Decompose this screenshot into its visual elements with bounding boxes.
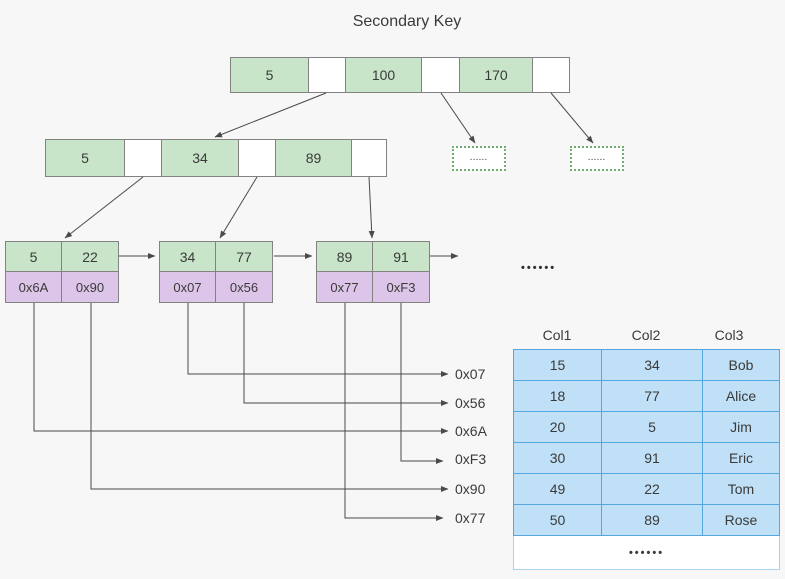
arrow-pointer-0x90 — [90, 303, 449, 492]
address-label: 0x90 — [455, 481, 486, 497]
table-ellipsis-row: •••••• — [513, 535, 780, 570]
root-pointer-cell — [422, 58, 460, 92]
table-ellipsis-cell: •••••• — [513, 535, 780, 570]
internal-key-cell: 89 — [276, 140, 352, 176]
leaf-node: 89 91 0x77 0xF3 — [316, 241, 430, 303]
leaf-node: 5 22 0x6A 0x90 — [5, 241, 119, 303]
arrow-internal-to-leaf1 — [64, 176, 144, 239]
table-cell: 15 — [513, 349, 602, 381]
leaf-node: 34 77 0x07 0x56 — [159, 241, 273, 303]
arrow-pointer-0x07 — [187, 303, 449, 377]
address-label: 0x07 — [455, 366, 486, 382]
arrow-root-to-ellipsis1 — [440, 92, 476, 144]
leaf-key-cell: 91 — [373, 242, 429, 272]
ellipsis-node: ...... — [452, 146, 506, 171]
leaf-key-cell: 5 — [6, 242, 62, 272]
table-cell: 77 — [601, 380, 703, 412]
table-row: 50 89 Rose — [513, 504, 780, 536]
table-row: 15 34 Bob — [513, 349, 780, 381]
arrow-pointer-0x6A — [33, 303, 449, 434]
arrow-pointer-0x77 — [344, 303, 444, 521]
table-cell: 50 — [513, 504, 602, 536]
root-key-cell: 170 — [460, 58, 533, 92]
leaf-pointer-cell: 0x07 — [160, 272, 216, 302]
internal-node: 5 34 89 — [45, 139, 387, 177]
table-cell: Alice — [702, 380, 780, 412]
table-cell: 91 — [601, 442, 703, 474]
table-column-header: Col1 — [542, 327, 572, 343]
leaf-key-cell: 34 — [160, 242, 216, 272]
table-cell: 34 — [601, 349, 703, 381]
arrow-internal-to-leaf2 — [219, 176, 258, 239]
root-key-cell: 100 — [346, 58, 422, 92]
arrow-root-to-ellipsis2 — [550, 92, 594, 144]
table-row: 30 91 Eric — [513, 442, 780, 474]
leaf-pointer-cell: 0xF3 — [373, 272, 429, 302]
leaf-key-cell: 77 — [216, 242, 272, 272]
table-cell: 30 — [513, 442, 602, 474]
leaf-key-cell: 89 — [317, 242, 373, 272]
arrow-root-to-internal — [214, 92, 327, 138]
internal-pointer-cell — [125, 140, 162, 176]
internal-key-cell: 34 — [162, 140, 239, 176]
ellipsis-node: ...... — [570, 146, 624, 171]
table-column-header: Col2 — [631, 327, 661, 343]
internal-pointer-cell — [239, 140, 276, 176]
table-column-header: Col3 — [714, 327, 744, 343]
table-cell: 20 — [513, 411, 602, 443]
root-node: 5 100 170 — [230, 57, 570, 93]
leaf-pointer-cell: 0x6A — [6, 272, 62, 302]
table-row: 18 77 Alice — [513, 380, 780, 412]
arrow-pointer-0xF3 — [400, 303, 444, 464]
table-cell: Eric — [702, 442, 780, 474]
address-label: 0x6A — [455, 423, 487, 439]
internal-pointer-cell — [352, 140, 386, 176]
arrow-pointer-0x56 — [243, 303, 449, 406]
address-label: 0x77 — [455, 510, 486, 526]
table-cell: 22 — [601, 473, 703, 505]
leaf-key-cell: 22 — [62, 242, 118, 272]
arrow-internal-to-leaf3 — [368, 176, 375, 239]
address-label: 0x56 — [455, 395, 486, 411]
root-key-cell: 5 — [231, 58, 309, 92]
table-cell: 49 — [513, 473, 602, 505]
leaf-pointer-cell: 0x90 — [62, 272, 118, 302]
table-cell: 18 — [513, 380, 602, 412]
table-cell: Tom — [702, 473, 780, 505]
root-pointer-cell — [533, 58, 569, 92]
internal-key-cell: 5 — [46, 140, 125, 176]
leaf-chain-ellipsis: •••••• — [521, 262, 557, 274]
root-pointer-cell — [309, 58, 346, 92]
table-row: 49 22 Tom — [513, 473, 780, 505]
leaf-pointer-cell: 0x77 — [317, 272, 373, 302]
table-cell: Rose — [702, 504, 780, 536]
table-cell: Bob — [702, 349, 780, 381]
address-label: 0xF3 — [455, 451, 487, 467]
leaf-pointer-cell: 0x56 — [216, 272, 272, 302]
table-cell: 89 — [601, 504, 703, 536]
diagram-title: Secondary Key — [352, 13, 462, 30]
table-cell: Jim — [702, 411, 780, 443]
table-cell: 5 — [601, 411, 703, 443]
table-row: 20 5 Jim — [513, 411, 780, 443]
data-table: 15 34 Bob 18 77 Alice 20 5 Jim 30 91 Eri… — [513, 349, 780, 570]
